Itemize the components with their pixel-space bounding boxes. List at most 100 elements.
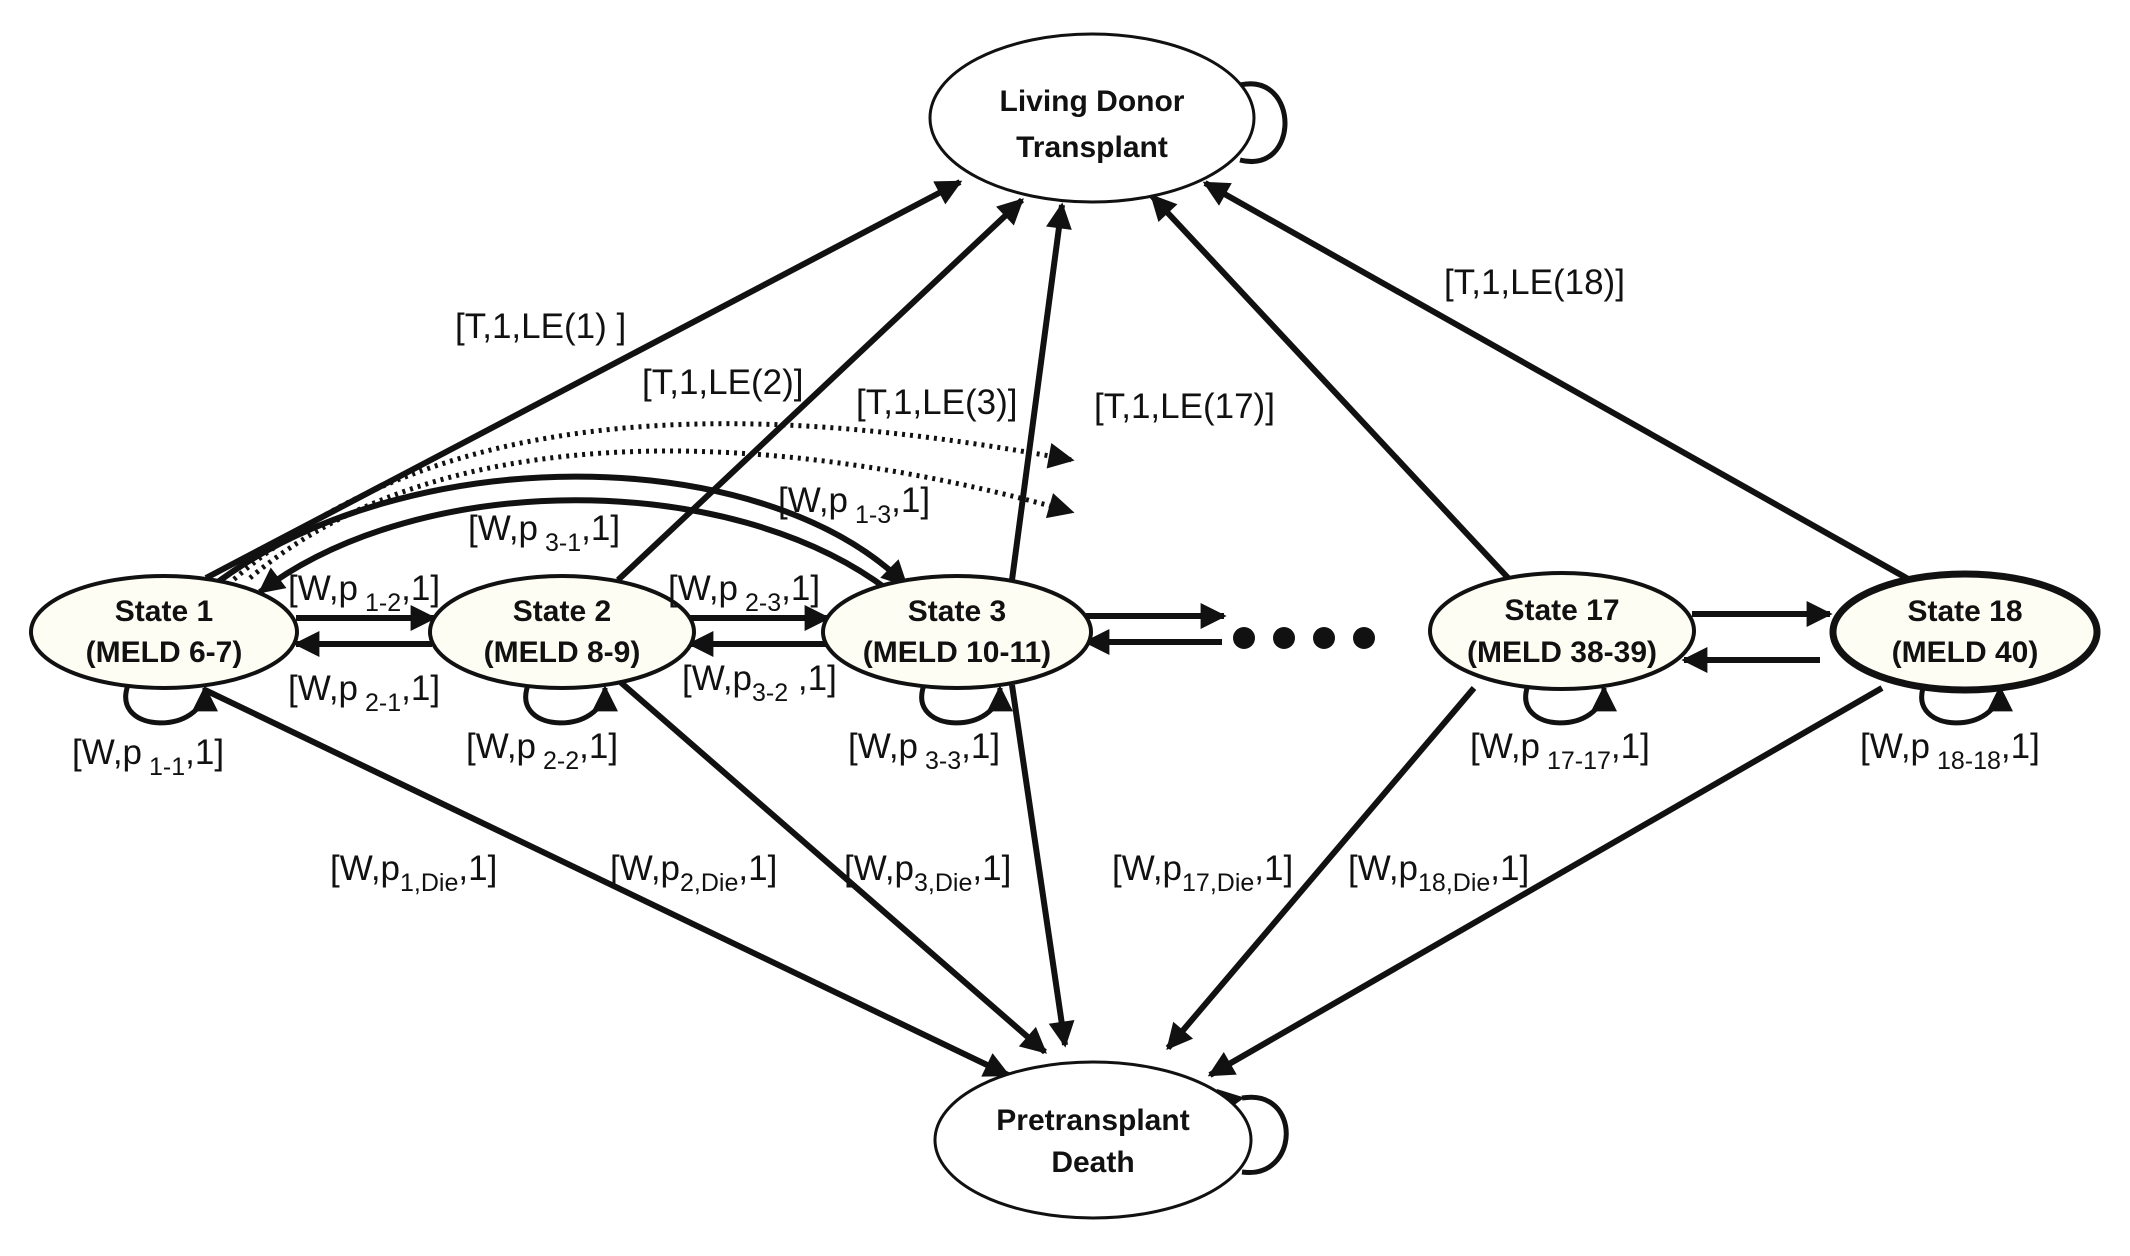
node-state17-shape — [1428, 571, 1696, 691]
label-w21-pre: [W,p — [288, 669, 358, 708]
node-state17: State 17 (MELD 38-39) — [1428, 571, 1696, 691]
label-w2die-post: ,1] — [738, 849, 777, 888]
transplant-labels: [T,1,LE(1) ] [T,1,LE(2)] [T,1,LE(3)] [T,… — [455, 263, 1625, 426]
label-w3die-sub: 3,Die — [914, 869, 972, 897]
label-w22-sub: 2-2 — [536, 747, 579, 775]
self-loop-transplant — [1214, 77, 1288, 164]
label-w22-post: ,1] — [579, 727, 618, 766]
label-t17: [T,1,LE(17)] — [1094, 387, 1275, 426]
node-living-donor-line2: Transplant — [1016, 131, 1168, 164]
ellipsis-dot — [1233, 627, 1255, 649]
edge-state17-death — [1165, 686, 1477, 1050]
label-w32: [W,p3-2 ,1] — [682, 659, 837, 707]
label-t2: [T,1,LE(2)] — [642, 363, 803, 402]
label-w1818: [W,p 18-18,1] — [1860, 727, 2040, 775]
label-w13-post: ,1] — [891, 481, 930, 520]
label-w18die-post: ,1] — [1490, 849, 1529, 888]
label-w18die-sub: 18,Die — [1418, 869, 1490, 897]
node-state2-shape — [428, 574, 696, 690]
label-w22: [W,p 2-2,1] — [466, 727, 618, 775]
node-state2-line1: State 2 — [513, 595, 611, 628]
node-state2: State 2 (MELD 8-9) — [428, 574, 696, 690]
label-w22-pre: [W,p — [466, 727, 536, 766]
edge-state2-death — [616, 677, 1047, 1055]
edge-state1-dotted-b — [248, 448, 1075, 580]
node-living-donor: Living Donor Transplant — [928, 32, 1256, 204]
label-w11: [W,p 1-1,1] — [72, 733, 224, 781]
label-w1818-sub: 18-18 — [1930, 747, 2001, 775]
edge-state1-death — [203, 687, 1011, 1078]
ellipsis-dot — [1273, 627, 1295, 649]
label-w18die-pre: [W,p — [1348, 849, 1418, 888]
label-w17die-sub: 17,Die — [1182, 869, 1254, 897]
self-loops — [123, 77, 2013, 1175]
ellipsis-dots — [1233, 627, 1375, 649]
ellipsis-dot — [1353, 627, 1375, 649]
death-labels: [W,p1,Die,1] [W,p2,Die,1] [W,p3,Die,1] [… — [330, 849, 1529, 897]
node-state3-shape — [821, 574, 1093, 690]
node-state18: State 18 (MELD 40) — [1829, 570, 2101, 694]
label-w1717-pre: [W,p — [1470, 727, 1540, 766]
node-death: Pretransplant Death — [933, 1060, 1253, 1220]
edges-curved — [208, 473, 909, 595]
label-w33: [W,p 3-3,1] — [848, 727, 1000, 775]
edge-state1-transplant — [204, 179, 963, 581]
node-death-line2: Death — [1051, 1146, 1134, 1179]
label-w13-pre: [W,p — [778, 481, 848, 520]
label-w32-post: ,1] — [788, 659, 837, 698]
edge-state3-death — [1009, 684, 1075, 1048]
label-w31-post: ,1] — [581, 509, 620, 548]
label-w23: [W,p 2-3,1] — [668, 569, 820, 617]
node-state17-line1: State 17 — [1504, 594, 1619, 627]
label-w11-post: ,1] — [185, 733, 224, 772]
self-loop-death — [1216, 1088, 1289, 1175]
label-w11-sub: 1-1 — [142, 753, 185, 781]
edges-to-death — [203, 677, 1884, 1078]
node-state1-line2: (MELD 6-7) — [86, 636, 243, 669]
label-w31-pre: [W,p — [468, 509, 538, 548]
label-w1717: [W,p 17-17,1] — [1470, 727, 1650, 775]
label-w32-pre: [W,p — [682, 659, 752, 698]
label-w3die: [W,p3,Die,1] — [844, 849, 1011, 897]
label-w2die-sub: 2,Die — [680, 869, 738, 897]
node-state1-line1: State 1 — [115, 595, 213, 628]
self-loop-state18 — [1919, 684, 2013, 726]
label-w1die: [W,p1,Die,1] — [330, 849, 497, 897]
label-w1717-post: ,1] — [1611, 727, 1650, 766]
node-state2-line2: (MELD 8-9) — [484, 636, 641, 669]
label-w21: [W,p 2-1,1] — [288, 669, 440, 717]
self-loop-state2 — [523, 684, 618, 726]
node-state1-shape — [29, 574, 299, 690]
edges-horizontal — [293, 601, 1833, 673]
label-w11-pre: [W,p — [72, 733, 142, 772]
self-loop-state1 — [123, 684, 218, 726]
label-w1die-post: ,1] — [458, 849, 497, 888]
self-loop-state3 — [919, 684, 1013, 726]
node-state3-line1: State 3 — [908, 595, 1006, 628]
label-w2die-pre: [W,p — [610, 849, 680, 888]
label-w1818-pre: [W,p — [1860, 727, 1930, 766]
node-state1: State 1 (MELD 6-7) — [29, 574, 299, 690]
node-state3: State 3 (MELD 10-11) — [821, 574, 1093, 690]
node-death-line1: Pretransplant — [996, 1104, 1189, 1137]
label-w17die-pre: [W,p — [1112, 849, 1182, 888]
label-w12-sub: 1-2 — [358, 589, 401, 617]
label-w33-post: ,1] — [961, 727, 1000, 766]
node-death-shape — [933, 1060, 1253, 1220]
edge-state3-state1 — [257, 497, 890, 595]
label-t18: [T,1,LE(18)] — [1444, 263, 1625, 302]
edge-state17-transplant — [1149, 193, 1513, 583]
edge-state18-transplant — [1202, 180, 1912, 583]
node-living-donor-line1: Living Donor — [1000, 85, 1185, 118]
node-state17-line2: (MELD 38-39) — [1467, 636, 1657, 669]
node-state3-line2: (MELD 10-11) — [863, 636, 1051, 669]
label-w1die-sub: 1,Die — [400, 869, 458, 897]
label-w13: [W,p 1-3,1] — [778, 481, 930, 529]
label-w21-post: ,1] — [401, 669, 440, 708]
self-loop-state17 — [1523, 684, 1617, 726]
label-w33-sub: 3-3 — [918, 747, 961, 775]
label-w12: [W,p 1-2,1] — [288, 569, 440, 617]
label-w32-sub: 3-2 — [752, 679, 788, 707]
label-t1: [T,1,LE(1) ] — [455, 307, 626, 346]
